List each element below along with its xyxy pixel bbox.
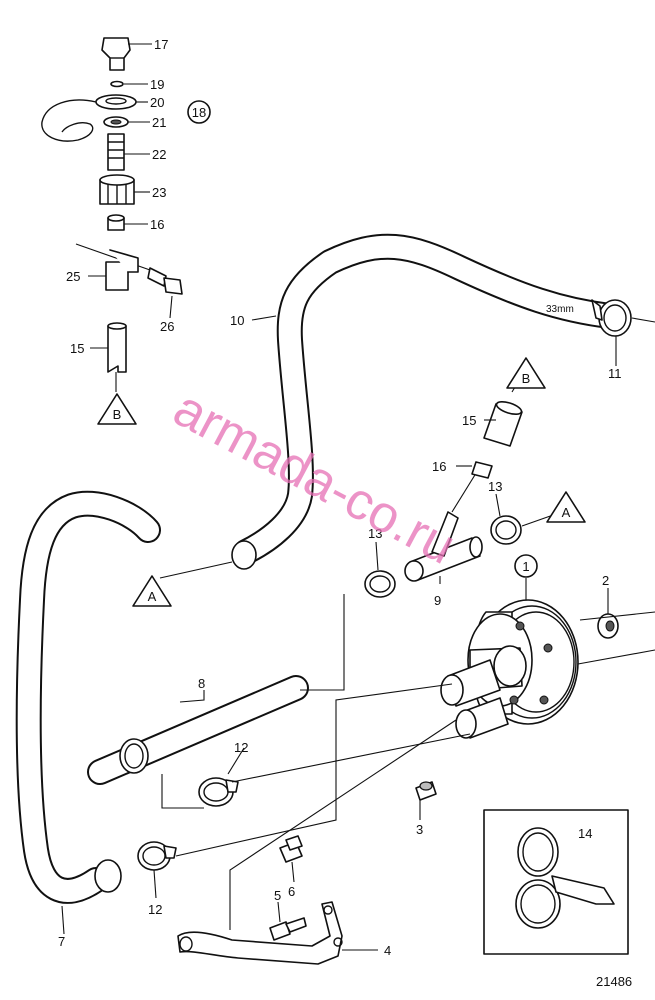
callout-15-mid: 15	[462, 413, 476, 428]
svg-text:B: B	[522, 371, 531, 386]
callout-1-circled: 1	[514, 554, 538, 578]
callout-17: 16	[150, 217, 164, 232]
callout-22: 21	[152, 115, 166, 130]
nut-24	[99, 174, 135, 205]
bracket-4	[177, 901, 343, 965]
sea-water-pump-1	[440, 599, 579, 739]
clip-6	[279, 835, 303, 863]
callout-4: 4	[384, 943, 391, 958]
callout-16: 16	[432, 459, 446, 474]
callout-11: 11	[608, 366, 622, 381]
callout-3: 3	[416, 822, 423, 837]
group-reference-18: 18	[187, 100, 211, 124]
screw-5	[269, 917, 307, 941]
figure-number: 21486	[596, 974, 632, 989]
hose-8	[87, 675, 309, 785]
callout-9: 9	[434, 593, 441, 608]
marker-a-right: A	[546, 491, 586, 523]
callout-13-right: 13	[488, 479, 502, 494]
leader-pipe-9-branch	[451, 469, 479, 513]
callout-10: 10	[230, 313, 244, 328]
callout-12-upper: 12	[234, 740, 248, 755]
clamp-12-lower	[137, 841, 177, 871]
hose-15-mid	[483, 400, 523, 447]
marker-b-mid: B	[506, 357, 546, 389]
pipe-9	[404, 511, 483, 582]
callout-15-top: 15	[70, 341, 84, 356]
callout-25: 25	[66, 269, 80, 284]
svg-text:B: B	[113, 407, 122, 422]
hose-10	[231, 233, 623, 570]
callout-19: 17	[154, 37, 168, 52]
marker-a-left: A	[132, 575, 172, 607]
callout-12-lower: 12	[148, 902, 162, 917]
hose-7	[15, 490, 161, 904]
svg-text:1: 1	[522, 559, 529, 574]
clamp-13-right	[490, 515, 522, 545]
callout-20: 19	[150, 77, 164, 92]
clamp-12-upper	[198, 777, 239, 807]
svg-text:A: A	[562, 505, 571, 520]
callout-8: 8	[198, 676, 205, 691]
callout-23: 22	[152, 147, 166, 162]
callout-13-left: 13	[368, 526, 382, 541]
callout-14: 14	[578, 826, 592, 841]
leader-lines	[61, 43, 655, 951]
hose-size-label: 33mm	[546, 304, 574, 315]
callout-26: 26	[160, 319, 174, 334]
filler-cap-19	[101, 37, 131, 71]
clamp-bracket-25	[75, 243, 151, 291]
callout-6: 6	[288, 884, 295, 899]
clamp-11	[591, 299, 632, 337]
watermark: armada-co.ru	[164, 379, 464, 575]
callout-2: 2	[602, 573, 609, 588]
hose-15-top	[107, 322, 127, 373]
callout-7: 7	[58, 934, 65, 949]
marker-b-top: B	[97, 393, 137, 425]
clamp-13-left	[364, 570, 396, 598]
inset-box-14	[483, 809, 629, 955]
nipple-17	[107, 214, 125, 231]
nipple-23	[107, 133, 125, 171]
washer-22	[103, 116, 129, 128]
leader-pump-shaft	[577, 649, 655, 665]
screw-3	[415, 781, 437, 801]
leader-hose-end	[631, 317, 655, 323]
callout-24: 23	[152, 185, 166, 200]
svg-text:18: 18	[192, 105, 206, 120]
o-ring-20	[110, 80, 124, 88]
svg-text:A: A	[148, 589, 157, 604]
callout-21: 20	[150, 95, 164, 110]
bolt-26	[147, 267, 183, 295]
callout-5: 5	[274, 888, 281, 903]
nipple-16	[471, 461, 493, 479]
